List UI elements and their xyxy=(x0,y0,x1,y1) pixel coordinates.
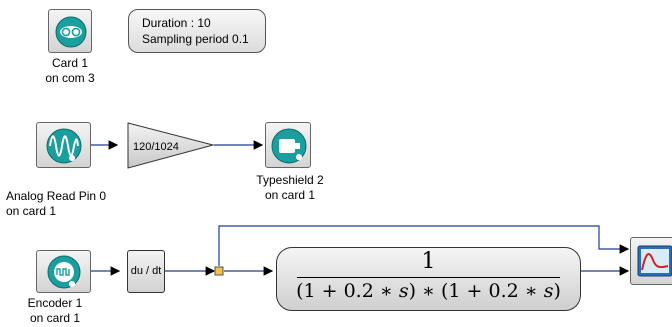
encoder-label: Encoder 1 on card 1 xyxy=(27,296,83,325)
split-point[interactable] xyxy=(214,266,224,276)
typeshield-label: Typeshield 2 on card 1 xyxy=(256,173,324,202)
tf-numerator: 1 xyxy=(421,249,436,274)
link-split-to-scope[interactable] xyxy=(218,225,630,266)
derivative-block[interactable]: du / dt xyxy=(127,250,165,293)
scope-icon xyxy=(637,245,672,277)
analog-read-block[interactable] xyxy=(36,122,91,168)
card-block[interactable] xyxy=(48,9,92,53)
gain-block[interactable]: 120/1024 xyxy=(127,122,215,170)
analog-read-label: Analog Read Pin 0 on card 1 xyxy=(6,189,107,218)
sine-wave-icon xyxy=(46,128,82,164)
transfer-function-block[interactable]: 1 (1 + 0.2 ∗ s) ∗ (1 + 0.2 ∗ s) xyxy=(276,247,581,311)
sampling-text: Sampling period 0.1 xyxy=(142,32,249,46)
typeshield-block[interactable] xyxy=(265,122,311,168)
encoder-block[interactable] xyxy=(36,250,91,293)
scope-block[interactable] xyxy=(630,237,672,285)
derivative-label: du / dt xyxy=(130,265,162,277)
encoder-icon xyxy=(47,255,81,289)
tf-fraction-bar xyxy=(297,277,560,278)
tf-denominator: (1 + 0.2 ∗ s) ∗ (1 + 0.2 ∗ s) xyxy=(296,280,561,302)
duration-text: Duration : 10 xyxy=(142,16,211,30)
card-label: Card 1 on com 3 xyxy=(45,56,95,85)
gain-value: 120/1024 xyxy=(133,141,179,153)
simulation-parameters[interactable]: Duration : 10 Sampling period 0.1 xyxy=(128,9,266,53)
shield-icon xyxy=(271,128,307,164)
arduino-icon xyxy=(55,16,87,48)
